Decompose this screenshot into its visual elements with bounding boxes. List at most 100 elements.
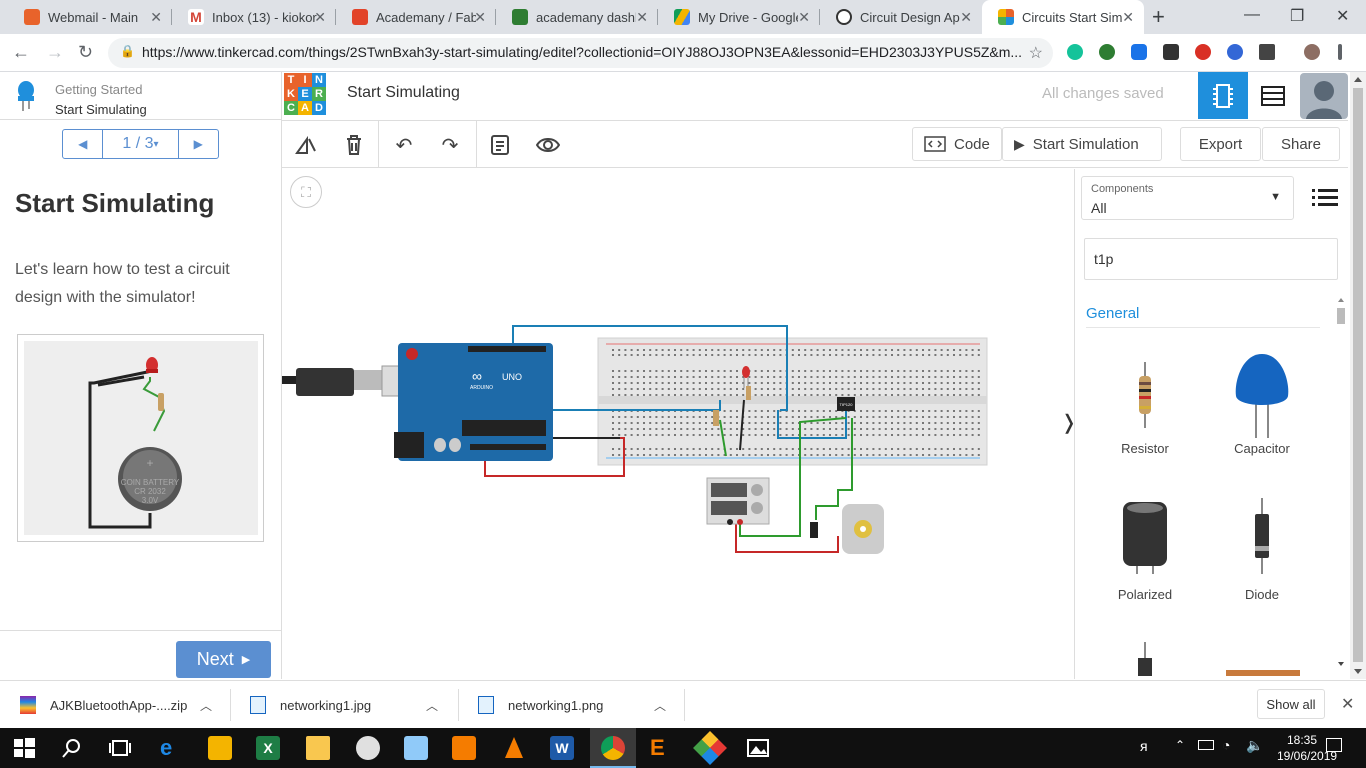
chevron-up-icon[interactable]: ︿ <box>200 698 213 713</box>
url-field[interactable]: 🔒 https://www.tinkercad.com/things/2STwn… <box>108 38 1053 68</box>
prev-step-button[interactable]: ◀ <box>63 130 102 158</box>
notifications-icon[interactable] <box>1326 738 1342 752</box>
eagle-icon[interactable]: E <box>650 735 665 760</box>
code-button[interactable]: Code <box>912 127 1002 161</box>
windows-start-icon[interactable] <box>12 736 36 760</box>
rotate-button[interactable] <box>292 131 320 159</box>
undo-button[interactable]: ↶ <box>390 131 418 159</box>
browser-tab[interactable]: Webmail - Main ✕ <box>8 0 172 34</box>
close-tab-icon[interactable]: ✕ <box>314 9 326 25</box>
taskbar-clock[interactable]: 18:35 19/06/2019 <box>1277 732 1337 764</box>
component-partial-icon[interactable] <box>1226 666 1300 676</box>
file-explorer-icon[interactable] <box>306 736 330 760</box>
browser-tab[interactable]: academany dashb ✕ <box>496 0 658 34</box>
new-tab-icon[interactable]: + <box>1152 4 1165 29</box>
chrome-taskbar-button[interactable] <box>590 728 636 768</box>
close-tab-icon[interactable]: ✕ <box>1122 9 1134 25</box>
component-search-input[interactable]: t1p <box>1084 238 1338 280</box>
share-button[interactable]: Share <box>1262 127 1340 161</box>
dc-motor[interactable] <box>842 504 884 554</box>
bookmark-star-icon[interactable]: ☆ <box>1028 45 1043 62</box>
browser-tab[interactable]: My Drive - Google ✕ <box>658 0 820 34</box>
chevron-up-icon[interactable]: ︿ <box>654 698 667 713</box>
excel-icon[interactable]: X <box>256 736 280 760</box>
delete-button[interactable] <box>340 131 368 159</box>
download-icon[interactable] <box>1259 44 1275 60</box>
fit-view-button[interactable]: ⛶ <box>290 176 322 208</box>
close-window-icon[interactable]: ✕ <box>1336 8 1350 25</box>
menu-dots-icon[interactable] <box>1338 44 1342 60</box>
close-tab-icon[interactable]: ✕ <box>474 9 486 25</box>
browser-tab[interactable]: Academany / Fab ✕ <box>336 0 496 34</box>
search-icon[interactable] <box>60 736 84 760</box>
component-partial-icon[interactable] <box>1130 642 1160 676</box>
app-icon[interactable] <box>404 736 428 760</box>
circuit-canvas[interactable]: ∞ UNO ARDUINO TIP120 <box>282 169 1072 679</box>
export-button[interactable]: Export <box>1180 127 1261 161</box>
reload-icon[interactable]: ↻ <box>78 42 94 62</box>
task-view-icon[interactable] <box>108 736 132 760</box>
resistor[interactable] <box>746 386 751 400</box>
step-dropdown[interactable]: 1 / 3▾ <box>102 130 179 158</box>
extension-badge-icon[interactable] <box>1195 44 1211 60</box>
profile-icon[interactable] <box>1304 44 1320 60</box>
browser-tab-active[interactable]: Circuits Start Simu ✕ <box>982 0 1144 34</box>
component-resistor[interactable]: Resistor <box>1095 352 1195 456</box>
close-tab-icon[interactable]: ✕ <box>150 9 162 25</box>
browser-tab[interactable]: Circuit Design App ✕ <box>820 0 982 34</box>
extension-icon[interactable] <box>1131 44 1147 60</box>
components-filter-select[interactable]: Components All ▼ <box>1081 176 1294 220</box>
photos-icon[interactable] <box>746 736 770 760</box>
vlc-icon[interactable] <box>502 736 526 760</box>
notes-button[interactable] <box>486 131 514 159</box>
start-simulation-button[interactable]: ▶ Start Simulation <box>1002 127 1162 161</box>
people-icon[interactable]: ᴙ <box>1140 738 1148 754</box>
extension-car-icon[interactable] <box>1163 44 1179 60</box>
component-list-view-button[interactable] <box>1248 72 1298 119</box>
grammarly-icon[interactable] <box>1067 44 1083 60</box>
volume-icon[interactable]: 🔈 <box>1246 737 1264 753</box>
next-button[interactable]: Next ▶ <box>176 641 271 678</box>
components-scrollbar[interactable] <box>1336 298 1346 670</box>
resistor[interactable] <box>713 410 719 426</box>
design-title[interactable]: Start Simulating <box>347 84 460 101</box>
word-icon[interactable]: W <box>550 736 574 760</box>
close-downloads-icon[interactable]: ✕ <box>1341 696 1355 713</box>
store-icon[interactable] <box>208 736 232 760</box>
diode[interactable] <box>810 522 818 538</box>
maximize-icon[interactable]: ❐ <box>1290 8 1305 25</box>
tinkercad-logo[interactable]: T I N K E R C A D <box>284 73 326 116</box>
extension-a-icon[interactable] <box>1227 44 1243 60</box>
list-icon[interactable] <box>1312 186 1338 210</box>
breadboard[interactable] <box>597 337 988 466</box>
component-capacitor[interactable]: Capacitor <box>1212 352 1312 456</box>
chevron-up-icon[interactable]: ︿ <box>426 698 439 713</box>
download-item[interactable]: networking1.jpg ︿ <box>230 681 458 729</box>
battery-icon[interactable] <box>1198 740 1214 750</box>
collapse-panel-button[interactable]: ❭ <box>1061 400 1078 444</box>
extension-globe-icon[interactable] <box>1099 44 1115 60</box>
app-diamond-icon[interactable] <box>693 731 727 765</box>
visibility-button[interactable] <box>534 131 562 159</box>
paint-icon[interactable] <box>356 736 380 760</box>
component-diode[interactable]: Diode <box>1212 498 1312 602</box>
browser-tab[interactable]: M Inbox (13) - kiokor ✕ <box>172 0 336 34</box>
minimize-icon[interactable]: — <box>1244 6 1260 23</box>
chevron-up-icon[interactable]: ⌃ <box>1175 738 1186 752</box>
power-supply[interactable] <box>706 477 770 525</box>
general-section-title[interactable]: General <box>1086 305 1140 322</box>
show-all-downloads-button[interactable]: Show all <box>1257 689 1325 719</box>
download-item[interactable]: AJKBluetoothApp-....zip ︿ <box>0 681 230 729</box>
close-tab-icon[interactable]: ✕ <box>960 9 972 25</box>
next-step-button[interactable]: ▶ <box>179 130 218 158</box>
arduino-uno-board[interactable]: ∞ UNO ARDUINO <box>394 343 553 461</box>
user-avatar[interactable] <box>1300 73 1348 119</box>
circuit-view-button[interactable] <box>1198 72 1248 119</box>
forward-icon[interactable]: → <box>46 42 64 62</box>
download-item[interactable]: networking1.png ︿ <box>458 681 684 729</box>
component-polarized-capacitor[interactable]: Polarized <box>1095 498 1195 602</box>
page-scrollbar[interactable] <box>1350 72 1366 679</box>
back-icon[interactable]: ← <box>12 42 30 62</box>
edge-icon[interactable]: e <box>160 735 173 760</box>
sublime-icon[interactable] <box>452 736 476 760</box>
